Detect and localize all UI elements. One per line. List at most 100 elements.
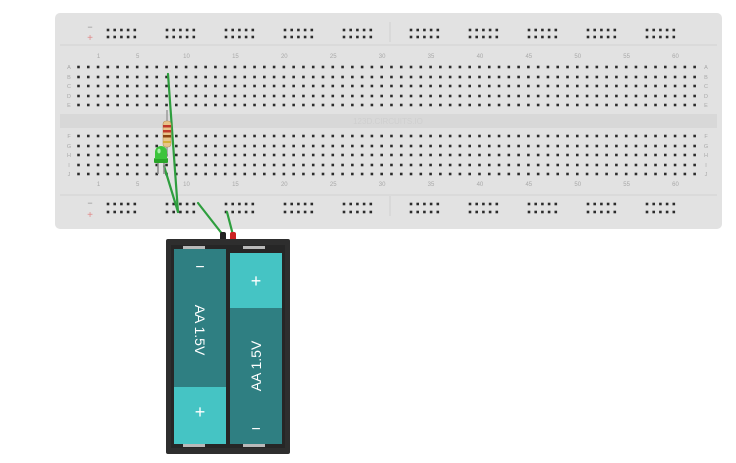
hole-G36[interactable] (419, 144, 423, 148)
rail-hole[interactable] (244, 210, 248, 214)
rail-hole[interactable] (593, 202, 596, 206)
hole-C9[interactable] (155, 84, 159, 88)
hole-H11[interactable] (175, 153, 178, 157)
rail-hole[interactable] (527, 202, 531, 206)
rail-hole[interactable] (362, 210, 366, 214)
rail-hole[interactable] (172, 35, 175, 39)
hole-E6[interactable] (126, 103, 129, 107)
hole-I21[interactable] (272, 163, 276, 167)
hole-G48[interactable] (536, 144, 540, 148)
hole-E40[interactable] (458, 103, 462, 107)
hole-D18[interactable] (243, 94, 247, 98)
rail-hole[interactable] (613, 202, 617, 206)
hole-J16[interactable] (223, 172, 227, 176)
rail-hole[interactable] (297, 202, 300, 206)
hole-A63[interactable] (683, 65, 687, 69)
hole-C54[interactable] (595, 84, 599, 88)
rail-hole[interactable] (672, 35, 676, 39)
hole-I7[interactable] (135, 163, 139, 167)
hole-C45[interactable] (507, 84, 511, 88)
hole-J17[interactable] (233, 172, 237, 176)
hole-A48[interactable] (536, 65, 540, 69)
hole-A9[interactable] (155, 65, 159, 69)
rail-hole[interactable] (586, 202, 590, 206)
hole-H1[interactable] (77, 153, 80, 157)
hole-D46[interactable] (517, 94, 520, 98)
rail-hole[interactable] (606, 35, 610, 39)
hole-C57[interactable] (624, 84, 628, 88)
hole-I46[interactable] (517, 163, 520, 167)
hole-G63[interactable] (683, 144, 687, 148)
rail-hole[interactable] (185, 202, 189, 206)
hole-H13[interactable] (194, 153, 198, 157)
hole-F16[interactable] (223, 134, 227, 138)
hole-J30[interactable] (360, 172, 364, 176)
hole-I25[interactable] (311, 163, 315, 167)
hole-A46[interactable] (517, 65, 520, 69)
hole-A35[interactable] (409, 65, 413, 69)
hole-G3[interactable] (96, 144, 100, 148)
hole-E50[interactable] (556, 103, 560, 107)
rail-hole[interactable] (645, 210, 649, 214)
hole-E49[interactable] (546, 103, 550, 107)
hole-I8[interactable] (145, 163, 149, 167)
hole-B11[interactable] (175, 75, 178, 79)
hole-B54[interactable] (595, 75, 599, 79)
hole-A30[interactable] (360, 65, 364, 69)
hole-H41[interactable] (468, 153, 471, 157)
hole-E45[interactable] (507, 103, 511, 107)
rail-hole[interactable] (356, 28, 359, 32)
rail-hole[interactable] (488, 28, 492, 32)
hole-C20[interactable] (263, 84, 266, 88)
hole-B24[interactable] (302, 75, 305, 79)
hole-E12[interactable] (184, 103, 188, 107)
hole-J49[interactable] (546, 172, 550, 176)
hole-F20[interactable] (263, 134, 266, 138)
hole-I3[interactable] (96, 163, 100, 167)
hole-E21[interactable] (272, 103, 276, 107)
hole-E58[interactable] (634, 103, 638, 107)
rail-hole[interactable] (342, 202, 346, 206)
hole-G42[interactable] (478, 144, 481, 148)
hole-C5[interactable] (116, 84, 119, 88)
rail-hole[interactable] (192, 28, 196, 32)
hole-G9[interactable] (155, 144, 159, 148)
hole-I57[interactable] (624, 163, 628, 167)
hole-F12[interactable] (184, 134, 188, 138)
hole-B41[interactable] (468, 75, 471, 79)
hole-J14[interactable] (204, 172, 207, 176)
rail-hole[interactable] (482, 210, 485, 214)
rail-hole[interactable] (310, 202, 314, 206)
hole-E10[interactable] (165, 103, 168, 107)
hole-F58[interactable] (634, 134, 638, 138)
hole-D44[interactable] (497, 94, 501, 98)
hole-J29[interactable] (351, 172, 354, 176)
hole-B56[interactable] (615, 75, 618, 79)
hole-A15[interactable] (214, 65, 217, 69)
hole-F56[interactable] (615, 134, 618, 138)
hole-A21[interactable] (272, 65, 276, 69)
hole-B49[interactable] (546, 75, 550, 79)
hole-I14[interactable] (204, 163, 207, 167)
hole-B21[interactable] (272, 75, 276, 79)
hole-F31[interactable] (370, 134, 374, 138)
hole-G29[interactable] (351, 144, 354, 148)
rail-hole[interactable] (349, 28, 352, 32)
hole-D31[interactable] (370, 94, 374, 98)
hole-J1[interactable] (77, 172, 80, 176)
rail-hole[interactable] (547, 28, 551, 32)
hole-F41[interactable] (468, 134, 471, 138)
hole-A31[interactable] (370, 65, 374, 69)
hole-F34[interactable] (399, 134, 403, 138)
hole-C43[interactable] (487, 84, 491, 88)
hole-D25[interactable] (311, 94, 315, 98)
hole-G22[interactable] (282, 144, 286, 148)
hole-A42[interactable] (478, 65, 481, 69)
rail-hole[interactable] (231, 210, 234, 214)
hole-J27[interactable] (331, 172, 335, 176)
hole-A16[interactable] (223, 65, 227, 69)
hole-I9[interactable] (155, 163, 159, 167)
rail-hole[interactable] (659, 35, 662, 39)
rail-hole[interactable] (172, 28, 175, 32)
rail-hole[interactable] (224, 28, 228, 32)
